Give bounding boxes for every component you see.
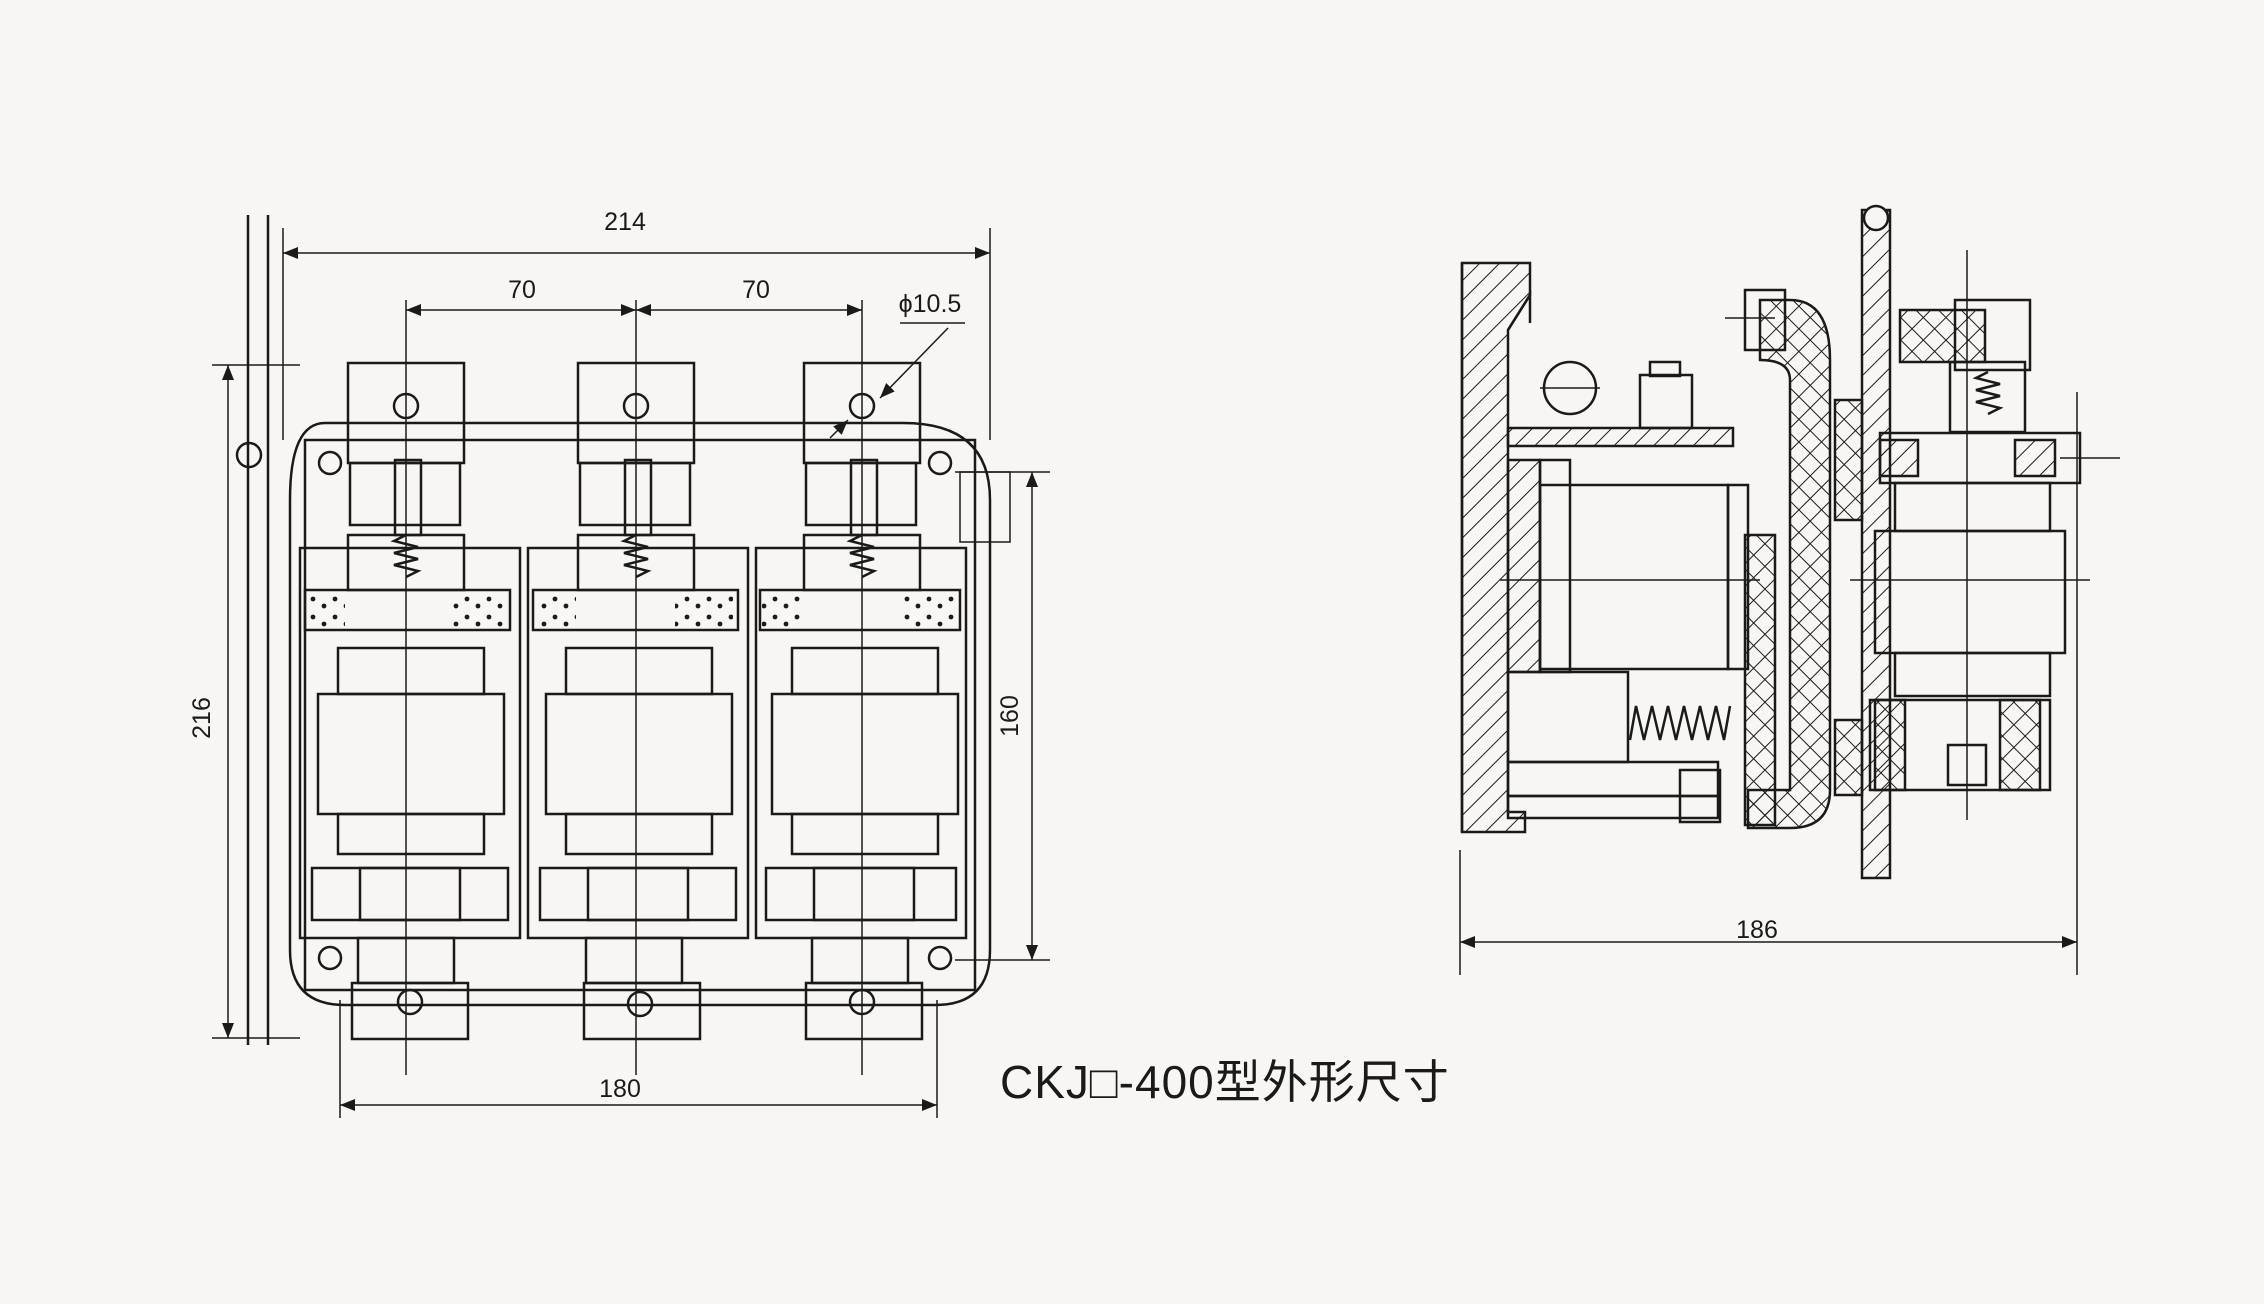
front-view	[212, 215, 1050, 1118]
moving-bracket	[1746, 298, 1832, 830]
dim-label-base-width: 180	[599, 1075, 641, 1103]
center-lines	[212, 300, 863, 1075]
dim-label-depth: 186	[1736, 916, 1778, 944]
housing-inner	[303, 438, 977, 992]
dim-base-width	[339, 1000, 938, 1118]
dim-label-overall-width: 214	[604, 208, 646, 236]
rail-hole	[235, 441, 263, 469]
interrupter-top	[1893, 481, 2052, 533]
dim-label-pitch-left: 70	[508, 276, 536, 304]
contact-tower-right	[802, 361, 922, 592]
cap-block	[1953, 298, 2032, 372]
coil-body	[1538, 483, 1730, 671]
frame-edge	[1506, 290, 1532, 331]
rod-insulator	[1833, 398, 1864, 522]
coils	[316, 646, 960, 856]
interrupter-body	[1873, 529, 2067, 655]
dim-label-pitch-right: 70	[742, 276, 770, 304]
drawing-caption: CKJ□-400型外形尺寸	[1000, 1056, 1450, 1108]
contact-spring	[1972, 370, 2004, 416]
return-spring	[1628, 705, 1732, 741]
dim-depth	[1459, 392, 2078, 975]
dim-label-height: 216	[188, 697, 216, 739]
lower-contacts	[310, 866, 958, 922]
housing-outline	[288, 421, 992, 1007]
terminal-base	[348, 461, 462, 527]
dim-hole-leader	[829, 322, 965, 439]
upper-plate	[1506, 426, 1735, 448]
dim-label-hole-diameter: ϕ10.5	[899, 290, 962, 318]
top-block	[1638, 373, 1694, 430]
bottom-terminals	[317, 450, 953, 1041]
core-left	[1506, 458, 1542, 674]
dim-overall-width	[282, 228, 991, 440]
bracket-foot	[1743, 533, 1777, 827]
interrupter-bottom	[1893, 651, 2052, 698]
armature	[1506, 670, 1630, 764]
side-view	[1459, 204, 2120, 975]
dim-label-mount-height: 160	[996, 695, 1024, 737]
lower-bar	[1506, 760, 1720, 798]
bracket-bolt	[1743, 288, 1787, 352]
terminal-base	[804, 461, 918, 527]
dim-mount-height	[955, 471, 1050, 961]
terminal-base	[578, 461, 692, 527]
upper-cap	[1898, 308, 1987, 364]
